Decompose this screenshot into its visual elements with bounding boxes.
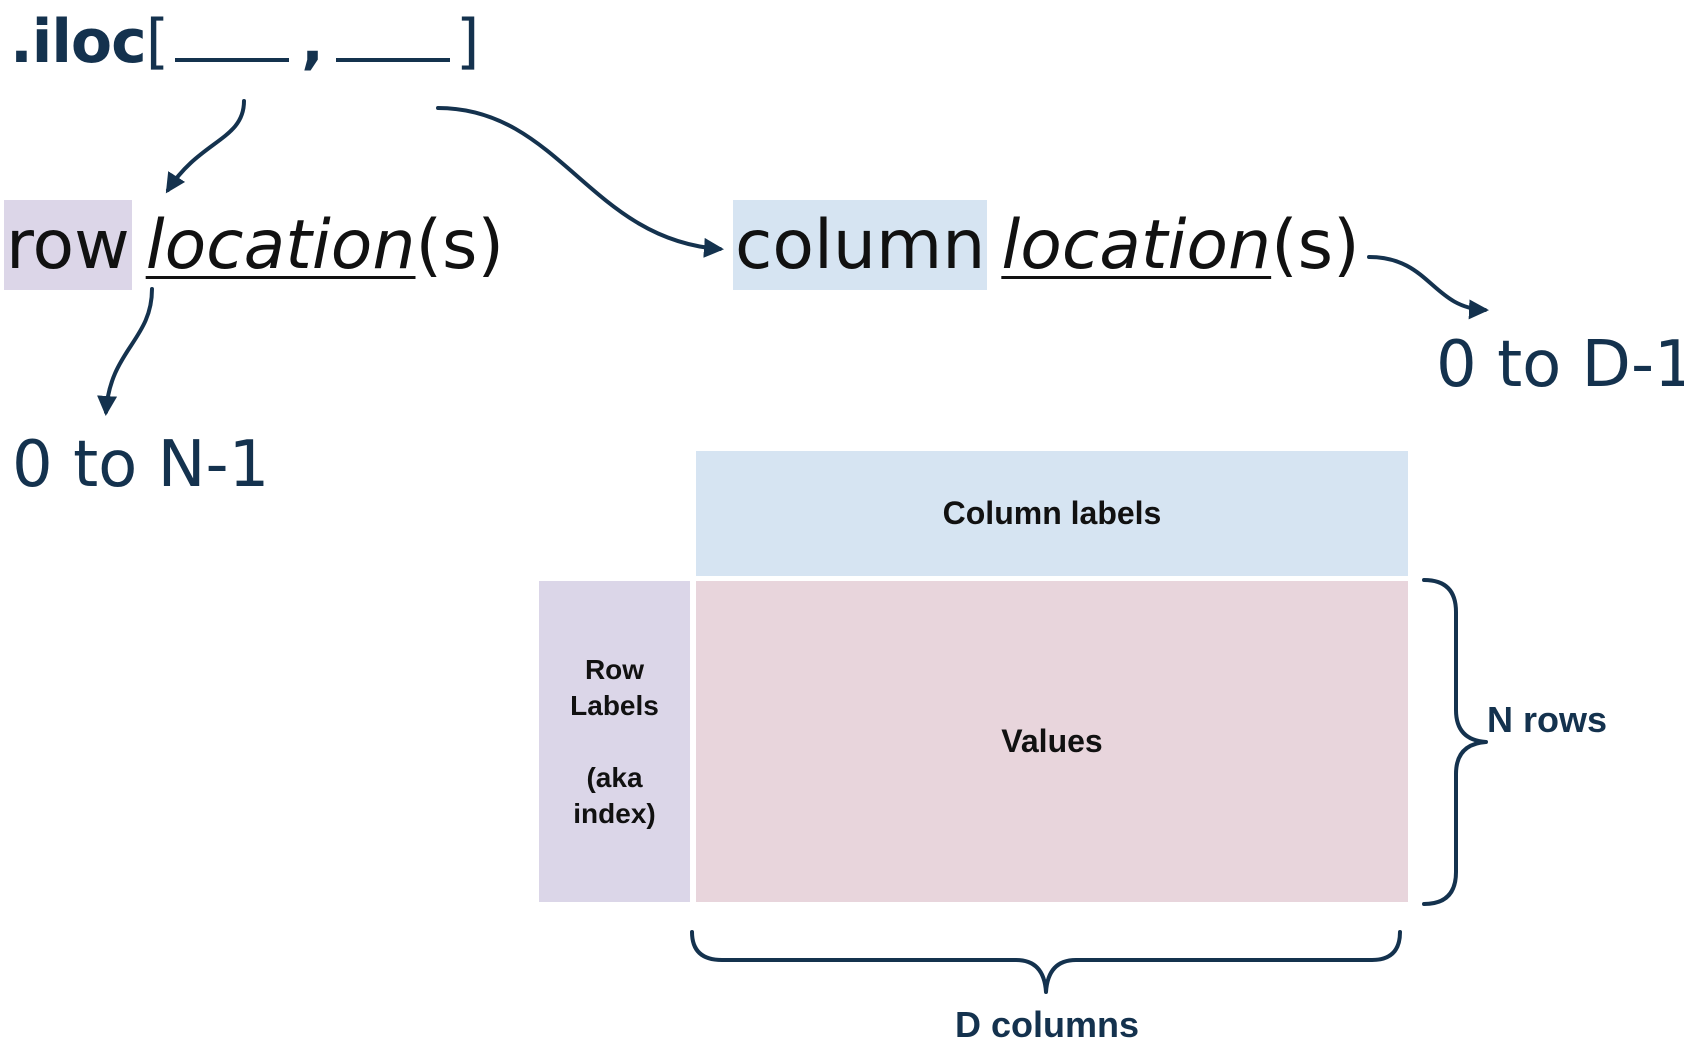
close-bracket: ] xyxy=(455,7,480,77)
row-labels-line-1: Row xyxy=(584,653,645,685)
iloc-expression: .iloc[,] xyxy=(10,12,479,72)
row-labels-line-2: Labels xyxy=(570,689,659,721)
row-labels-box: Row Labels (aka index) xyxy=(539,581,690,902)
column-plural-suffix: (s) xyxy=(1271,206,1360,285)
n-rows-brace xyxy=(1422,578,1488,906)
values-text: Values xyxy=(1001,723,1103,759)
row-range-label: 0 to N-1 xyxy=(12,428,270,502)
arrow-to-row-location xyxy=(165,99,246,194)
column-labels-text: Column labels xyxy=(942,495,1162,531)
arrow-to-row-range xyxy=(97,287,154,416)
d-columns-label: D columns xyxy=(955,1004,1140,1045)
iloc-keyword: .iloc xyxy=(10,7,147,77)
column-slot-blank xyxy=(335,14,450,62)
values-box: Values xyxy=(696,581,1408,902)
row-plural-suffix: (s) xyxy=(415,206,505,285)
d-columns-brace xyxy=(690,930,1402,994)
comma: , xyxy=(301,7,324,77)
column-location-word: location xyxy=(1001,206,1272,285)
column-labels-box: Column labels xyxy=(696,451,1408,576)
row-highlight: row xyxy=(4,200,132,290)
row-labels-line-3: (aka xyxy=(586,761,643,793)
arrow-to-column-range xyxy=(1367,255,1489,320)
arrow-to-column-location xyxy=(436,106,724,258)
row-slot-blank xyxy=(175,14,290,62)
column-range-label: 0 to D-1 xyxy=(1436,328,1684,402)
open-bracket: [ xyxy=(145,7,170,77)
row-labels-line-4: index) xyxy=(573,797,656,829)
column-highlight: column xyxy=(733,200,988,290)
row-location-word: location xyxy=(145,206,416,285)
n-rows-label: N rows xyxy=(1487,699,1608,740)
